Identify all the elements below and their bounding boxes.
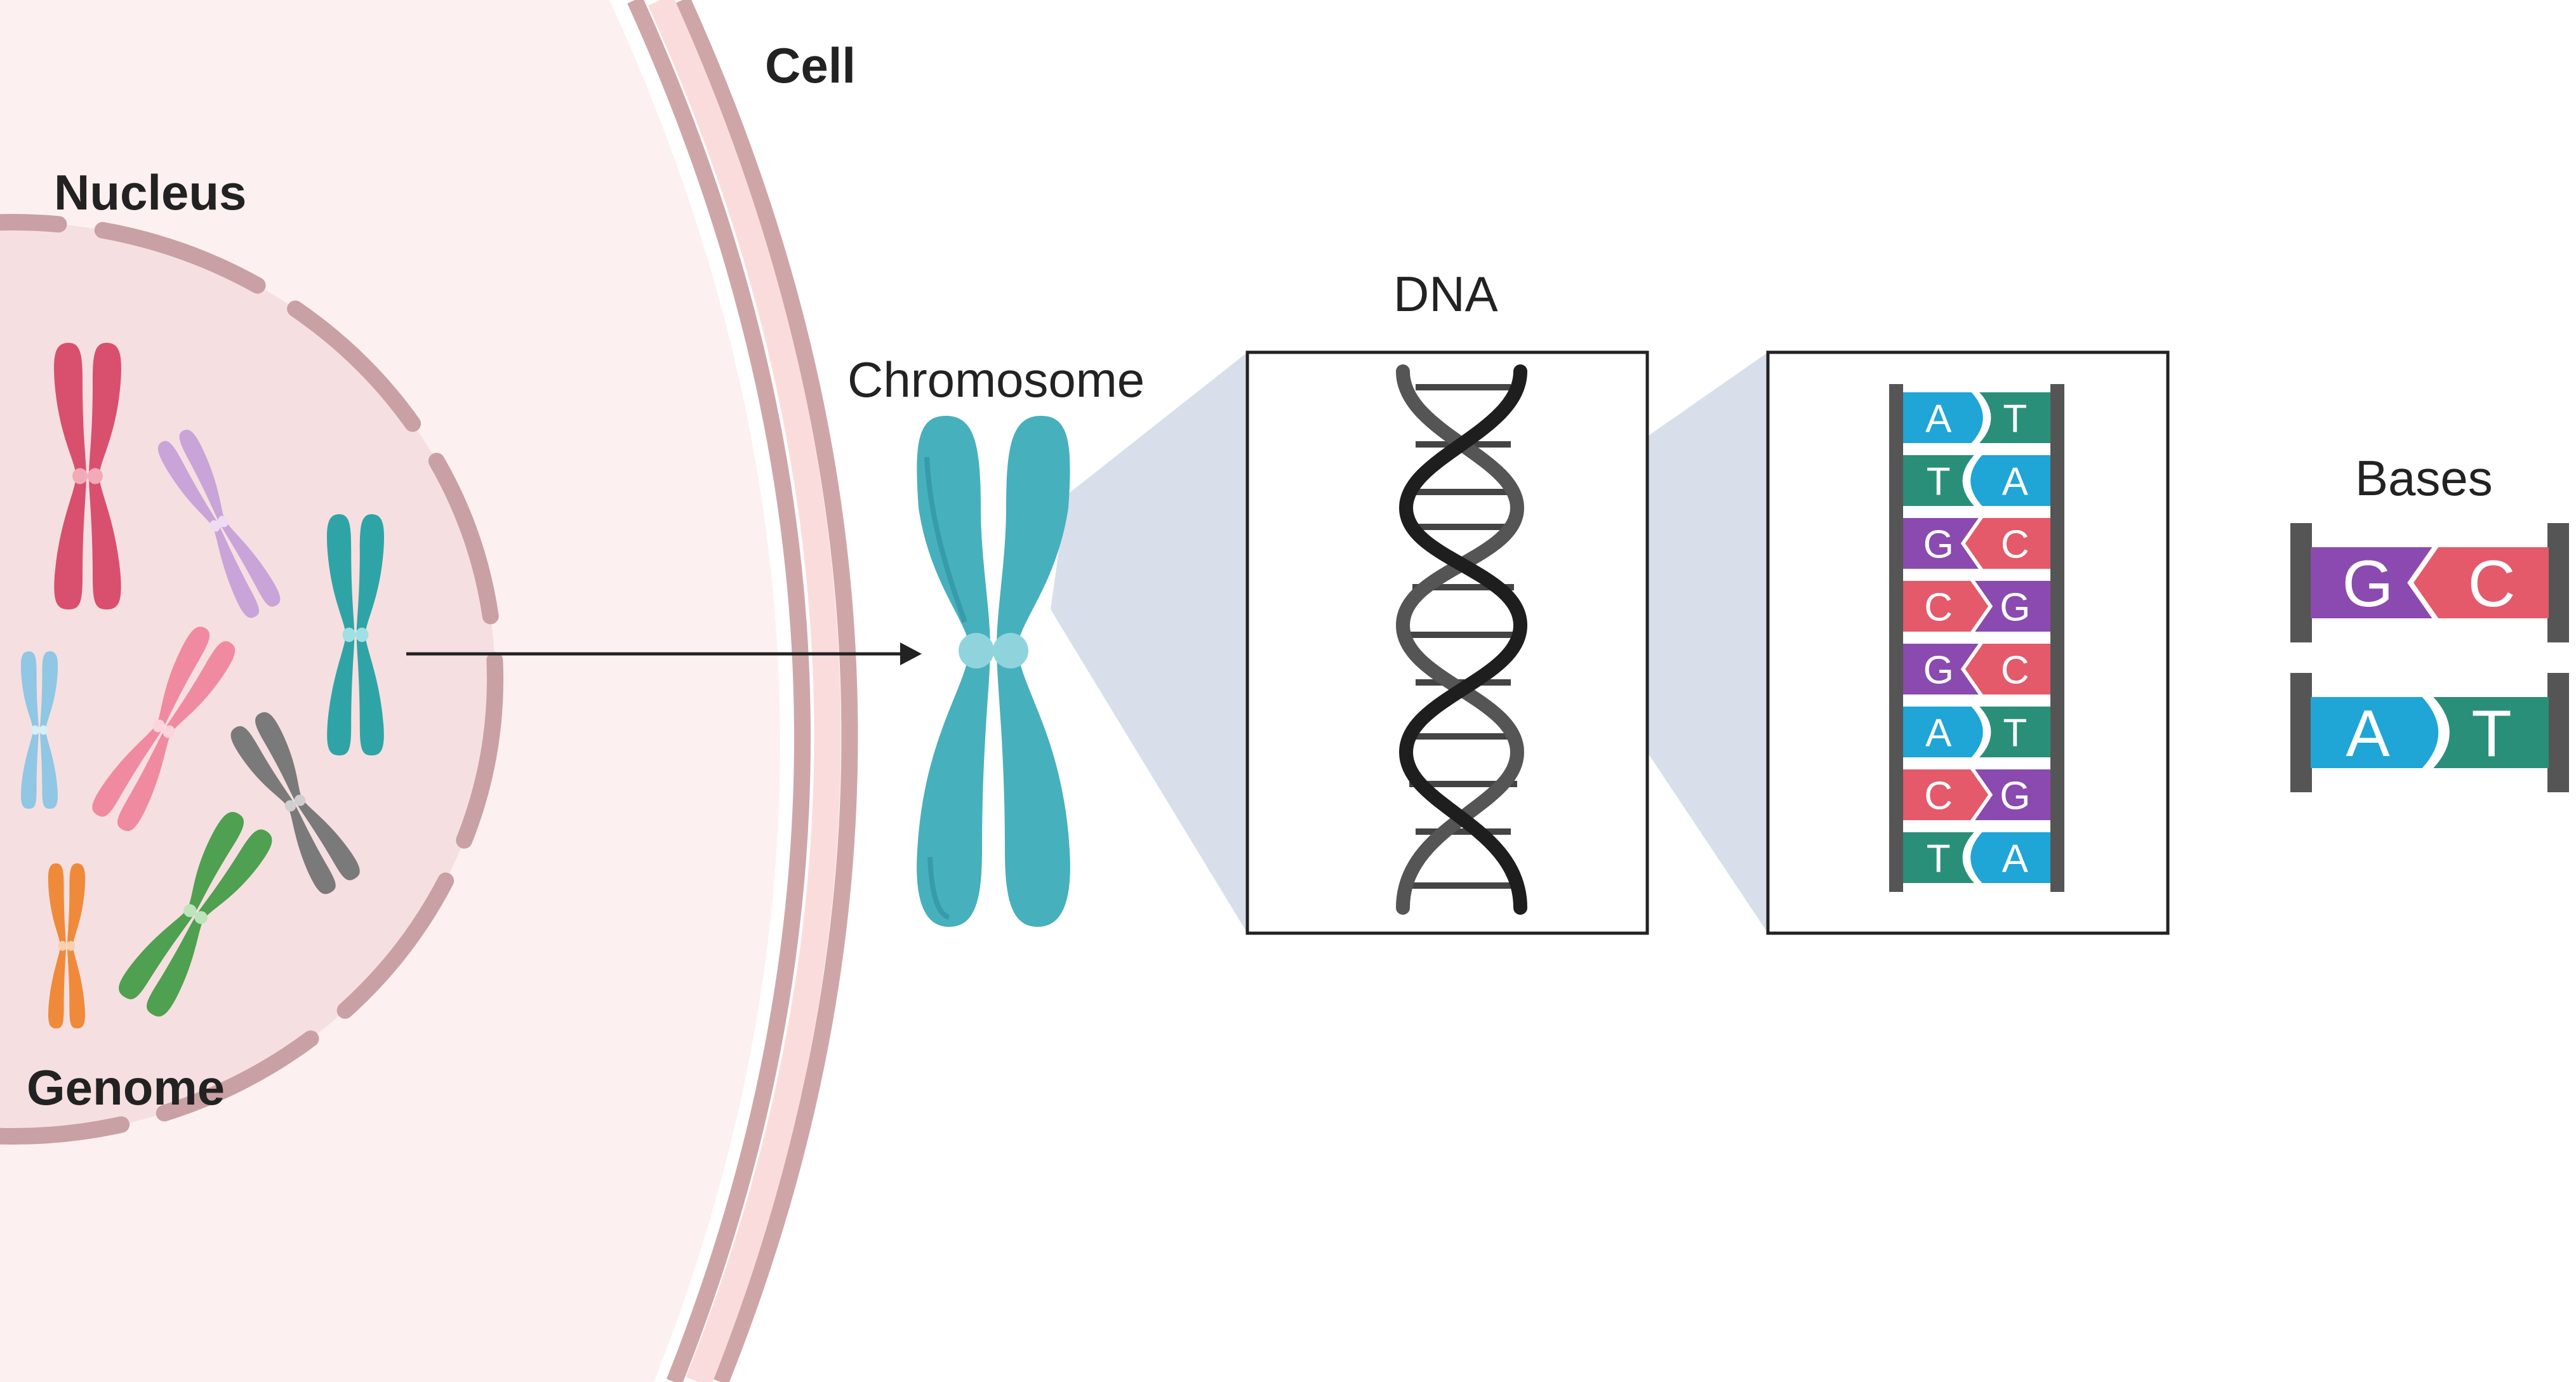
chromosome-icon — [154, 426, 284, 621]
base-letter: G — [2000, 586, 2030, 630]
base-letter: G — [2342, 547, 2394, 621]
base-c — [1903, 769, 1989, 820]
base-c — [1965, 644, 2050, 694]
base-t — [1979, 392, 2050, 443]
base-g — [1975, 581, 2050, 632]
nucleus-envelope — [0, 214, 503, 1145]
base-letter: C — [2001, 649, 2029, 693]
dna-label: DNA — [1393, 266, 1498, 322]
chromosome-icon — [54, 343, 121, 609]
base-a — [1903, 392, 1983, 443]
base-letter: G — [2000, 774, 2030, 818]
cell-membrane-outer — [675, 0, 858, 1382]
nucleus — [0, 214, 503, 1145]
base-letter: T — [2003, 712, 2027, 755]
bases-label: Bases — [2355, 450, 2493, 506]
base-g — [1975, 769, 2050, 820]
base-letter: T — [1927, 837, 1951, 881]
base-a — [1903, 707, 1983, 757]
chromosome-icon — [326, 514, 385, 755]
base-c — [2413, 547, 2549, 618]
chromosome-large — [917, 416, 1070, 927]
nucleus-body — [0, 222, 495, 1136]
arrow-right-icon — [406, 642, 922, 665]
cell-label: Cell — [765, 37, 856, 93]
base-g — [2311, 547, 2433, 618]
base-c — [1903, 581, 1989, 632]
base-c — [1965, 518, 2050, 569]
base-letter: G — [1923, 649, 1954, 693]
base-letter: C — [1924, 774, 1953, 818]
base-letter: G — [1923, 523, 1954, 567]
genome-chromosomes — [20, 343, 385, 1028]
base-a — [1970, 455, 2050, 506]
base-letter: A — [1925, 397, 1952, 441]
base-letter: C — [2001, 523, 2029, 567]
base-letter: C — [1924, 586, 1953, 630]
base-a — [2311, 697, 2439, 768]
backbone-cap — [2290, 673, 2312, 792]
base-t — [1903, 832, 1974, 883]
chromosome-label: Chromosome — [847, 352, 1145, 408]
base-letter: T — [2003, 397, 2027, 441]
chromosome-icon — [20, 651, 58, 809]
chromosome-icon — [88, 622, 240, 835]
genome-label: Genome — [27, 1060, 225, 1115]
base-t — [2433, 697, 2549, 768]
base-letter: C — [2467, 547, 2515, 621]
backbone-cap — [2547, 523, 2569, 642]
base-letter: A — [2346, 697, 2390, 771]
cell-membrane-middle — [647, 0, 841, 1382]
base-t — [1903, 455, 1974, 506]
chromosome-icon — [114, 807, 277, 1021]
dna-helix-icon — [1395, 364, 1528, 915]
backbone-cap — [2547, 673, 2569, 792]
base-letter: A — [2002, 837, 2029, 881]
base-g — [1903, 518, 1979, 569]
base-letter: T — [1927, 460, 1951, 504]
cell-membrane-inner — [627, 0, 811, 1382]
nucleus-label: Nucleus — [54, 164, 246, 220]
backbone-cap — [2290, 523, 2312, 642]
zoom-wedge-dna — [1051, 352, 1247, 933]
chromosome-icon — [48, 863, 86, 1028]
base-t — [1979, 707, 2050, 757]
base-letter: A — [2002, 460, 2029, 504]
base-letter: A — [1925, 712, 1952, 755]
base-g — [1903, 644, 1979, 694]
backbone-right — [2050, 384, 2064, 892]
base-letter: T — [2471, 697, 2512, 771]
backbone-left — [1889, 384, 1903, 892]
base-a — [1970, 832, 2050, 883]
chromosome-icon — [226, 708, 364, 898]
